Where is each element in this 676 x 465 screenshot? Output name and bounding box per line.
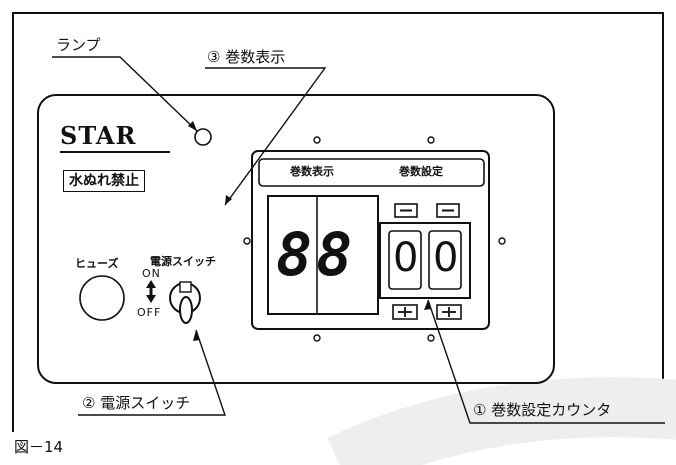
setting-digit-2: 0 [433,235,459,281]
screw-icon [313,136,321,144]
fuse-icon [79,275,125,321]
watermark-arc [327,377,676,465]
lamp-icon [194,128,212,146]
screw-icon [313,334,321,342]
arrow-stem [149,288,153,295]
off-label: OFF [137,306,162,319]
leader-lamp [52,56,198,132]
brand-underline [60,151,170,153]
switch-lever [179,296,193,324]
callout-setting-counter: ① 巻数設定カウンタ [473,401,612,419]
figure-caption: 図－14 [14,438,64,456]
arrow-down-icon [146,295,156,303]
switch-label: 電源スイッチ [150,255,216,268]
callout-count-display: ③ 巻数表示 [207,48,286,66]
frame-right [662,12,664,432]
setting-digit-1: 0 [393,235,419,281]
callout-lamp: ランプ [56,36,101,54]
arrow-up-icon [146,280,156,288]
leader-count-display [205,67,327,206]
display-header-count: 巻数表示 [290,165,334,178]
screw-icon [427,334,435,342]
screw-icon [498,237,506,245]
screw-icon [427,136,435,144]
count-digits: 88 [276,220,357,290]
frame-left [12,12,14,432]
setting-digit-box [388,230,422,290]
screw-icon [243,237,251,245]
brand-logo: STAR [60,121,137,150]
display-header-setting: 巻数設定 [399,165,443,178]
display-header-band [258,158,485,187]
setting-digit-box [428,230,462,290]
on-label: ON [142,267,161,280]
leader-setting-counter [427,299,665,424]
frame-top [12,12,664,14]
count-display-window [267,195,379,315]
callout-power-switch: ② 電源スイッチ [82,394,191,412]
leader-power-switch [78,329,226,416]
fuse-label: ヒューズ [75,257,119,270]
warning-label: 水ぬれ禁止 [63,170,145,192]
